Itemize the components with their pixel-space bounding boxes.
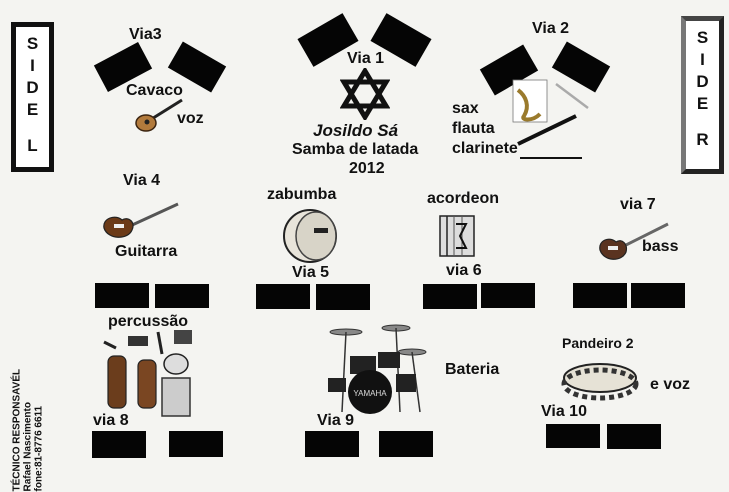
drum-kit-icon: YAMAHA xyxy=(320,322,432,416)
floor-box xyxy=(573,283,627,308)
clarinete-underline xyxy=(520,157,582,159)
percussion-set-icon xyxy=(100,328,198,420)
floor-box xyxy=(169,431,223,457)
pandeiro2-label: Pandeiro 2 xyxy=(562,335,634,351)
zabumba-label: zabumba xyxy=(267,186,336,204)
show-name: Samba de latada xyxy=(292,141,418,159)
star-of-david-icon xyxy=(340,68,390,120)
floor-box xyxy=(607,424,661,449)
floor-box xyxy=(631,283,685,308)
guitar-icon xyxy=(100,198,184,244)
floor-box xyxy=(305,431,359,457)
via6-label: via 6 xyxy=(446,262,482,280)
clarinete-label: clarinete xyxy=(452,140,518,158)
accordion-icon xyxy=(438,212,476,260)
floor-box xyxy=(95,283,149,308)
sax-flute-clarinet-icon xyxy=(510,78,590,150)
floor-box xyxy=(256,284,310,309)
artist-name: Josildo Sá xyxy=(313,121,398,141)
via10-label: Via 10 xyxy=(541,403,587,421)
floor-box xyxy=(423,284,477,309)
via7-label: via 7 xyxy=(620,196,656,214)
guitarra-label: Guitarra xyxy=(115,243,177,261)
floor-box xyxy=(155,284,209,308)
e-voz-label: e voz xyxy=(650,376,690,394)
via2-label: Via 2 xyxy=(532,20,569,38)
side-left-monitor: S I D E L xyxy=(11,22,54,172)
floor-box xyxy=(481,283,535,308)
floor-box xyxy=(379,431,433,457)
technician-info: TÉCNICO RESPONSAVÉL Rafael Nascimento fo… xyxy=(12,332,45,492)
technician-phone: fone:81-8776 6611 xyxy=(34,332,45,492)
side-right-letter: E xyxy=(686,93,719,115)
zabumba-drum-icon xyxy=(282,206,340,264)
pandeiro-icon xyxy=(560,358,640,402)
floor-box xyxy=(92,431,146,458)
via5-label: Via 5 xyxy=(292,264,329,282)
side-left-letter: S xyxy=(16,33,49,55)
side-right-letter: I xyxy=(686,49,719,71)
floor-box xyxy=(316,284,370,310)
floor-box xyxy=(546,424,600,448)
via3-label: Via3 xyxy=(129,26,162,44)
sax-label: sax xyxy=(452,100,479,118)
side-right-letter: S xyxy=(686,27,719,49)
side-right-letter: R xyxy=(686,129,719,151)
side-right-monitor: S I D E R xyxy=(681,16,724,174)
via1-label: Via 1 xyxy=(347,50,384,68)
technician-name: Rafael Nascimento xyxy=(23,332,34,492)
side-right-letter: D xyxy=(686,71,719,93)
bass-guitar-icon xyxy=(596,218,670,268)
side-left-letter: L xyxy=(16,135,49,157)
via4-label: Via 4 xyxy=(123,172,160,190)
cavaco-icon xyxy=(134,96,186,134)
side-left-letter: E xyxy=(16,99,49,121)
acordeon-label: acordeon xyxy=(427,190,499,208)
drum-brand-text: YAMAHA xyxy=(353,389,387,398)
side-left-letter: D xyxy=(16,77,49,99)
flauta-label: flauta xyxy=(452,120,495,138)
technician-title: TÉCNICO RESPONSAVÉL xyxy=(12,332,23,492)
bateria-label: Bateria xyxy=(445,361,499,379)
side-left-letter: I xyxy=(16,55,49,77)
show-year: 2012 xyxy=(349,160,385,178)
